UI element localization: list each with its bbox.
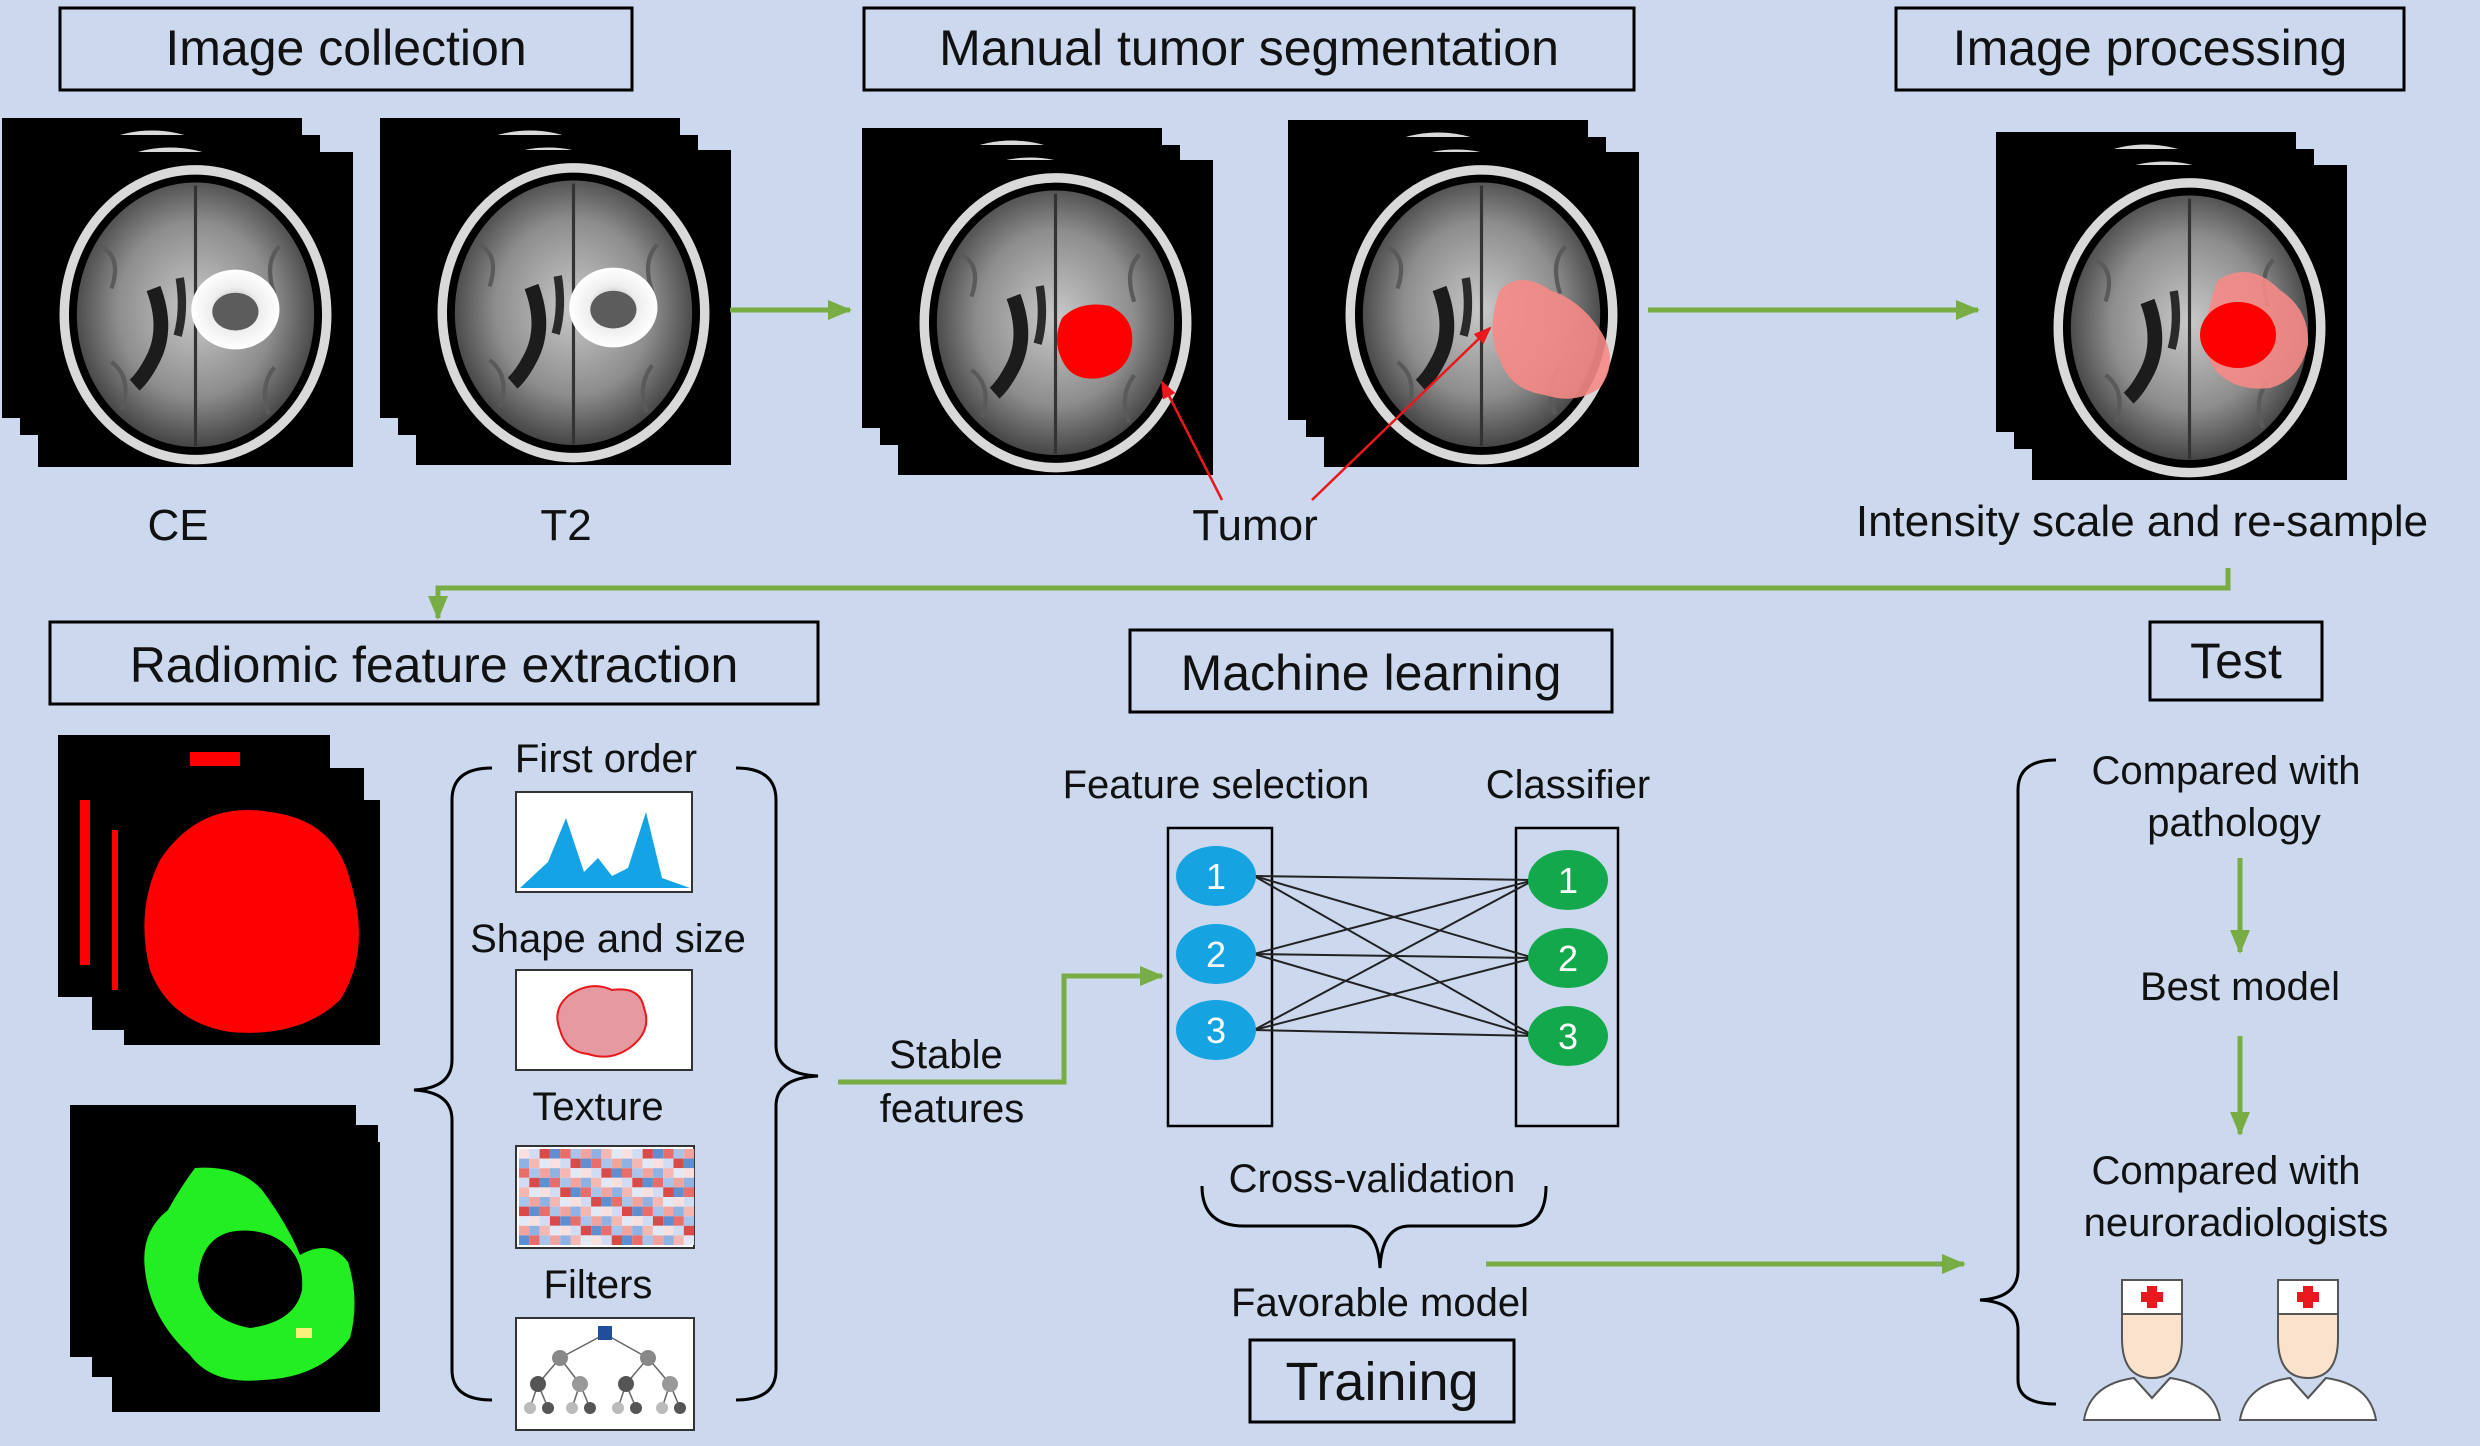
right-brace (735, 766, 819, 1402)
label-t2: T2 (540, 501, 591, 550)
svg-text:Test: Test (2190, 633, 2282, 689)
classifier-column (1514, 826, 1620, 1128)
processed-image-stack (1996, 132, 2347, 480)
ml-connections (1253, 875, 1535, 1037)
heading-test: Test (2148, 620, 2324, 702)
feature-node-2: 2 (1176, 924, 1256, 984)
doctor-icon (2083, 1279, 2221, 1421)
segmented-t2-stack (1288, 120, 1639, 467)
tumor-pointer-t2 (1311, 326, 1492, 501)
filter-tree-icon (515, 1317, 695, 1431)
label-classifier: Classifier (1486, 763, 1650, 807)
feature-node-3: 3 (1176, 1000, 1256, 1060)
label-feature-selection: Feature selection (1063, 763, 1370, 807)
shape-blob-icon (515, 969, 693, 1071)
svg-text:2: 2 (1206, 934, 1226, 975)
ce-image-stack (2, 118, 353, 467)
label-intensity-scale: Intensity scale and re-sample (1856, 497, 2428, 546)
heading-radiomic-feature-extraction: Radiomic feature extraction (48, 620, 820, 706)
label-cross-validation: Cross-validation (1229, 1157, 1516, 1201)
feature-node-1: 1 (1176, 846, 1256, 906)
svg-text:Manual tumor segmentation: Manual tumor segmentation (939, 20, 1559, 76)
edema-mask-stack (70, 1105, 380, 1412)
label-tumor: Tumor (1192, 501, 1318, 550)
classifier-node-1: 1 (1528, 850, 1608, 910)
label-best-model: Best model (2140, 965, 2340, 1009)
svg-text:3: 3 (1206, 1010, 1226, 1051)
heading-image-processing: Image processing (1894, 6, 2406, 92)
tumor-mask-icon (1057, 304, 1133, 379)
label-compared-neuro-2: neuroradiologists (2084, 1201, 2389, 1245)
svg-text:2: 2 (1558, 938, 1578, 979)
svg-text:1: 1 (1558, 860, 1578, 901)
svg-text:Training: Training (1285, 1352, 1478, 1412)
label-compared-neuro-1: Compared with (2091, 1149, 2360, 1193)
edema-mask-icon (1492, 280, 1610, 399)
left-brace (413, 766, 493, 1402)
svg-text:Image collection: Image collection (165, 20, 526, 76)
label-shape-and-size: Shape and size (470, 917, 746, 961)
tumor-pointer-ce (1160, 380, 1224, 501)
arrow-extraction-to-learning (838, 966, 1164, 1085)
heading-machine-learning: Machine learning (1128, 628, 1614, 714)
heading-manual-tumor-segmentation: Manual tumor segmentation (862, 6, 1636, 92)
label-compared-pathology-2: pathology (2147, 801, 2320, 845)
texture-heatmap-icon (515, 1145, 695, 1249)
heading-training: Training (1248, 1338, 1516, 1424)
t2-image-stack (380, 118, 731, 465)
svg-text:1: 1 (1206, 856, 1226, 897)
label-ce: CE (147, 501, 208, 550)
doctor-icon (2239, 1279, 2377, 1421)
test-brace (1979, 758, 2057, 1406)
svg-text:Radiomic feature extraction: Radiomic feature extraction (130, 637, 739, 693)
tumor-mask-stack (58, 735, 380, 1045)
label-first-order: First order (515, 737, 697, 781)
label-compared-pathology-1: Compared with (2091, 749, 2360, 793)
svg-text:Image processing: Image processing (1953, 20, 2348, 76)
label-filters: Filters (544, 1263, 653, 1307)
cross-validation-brace (1200, 1185, 1548, 1269)
classifier-node-2: 2 (1528, 928, 1608, 988)
label-favorable-model: Favorable model (1231, 1281, 1529, 1325)
svg-text:Machine learning: Machine learning (1181, 645, 1562, 701)
arrow-processing-to-extraction (428, 568, 2231, 620)
label-stable: Stable (889, 1033, 1002, 1077)
heading-image-collection: Image collection (58, 6, 634, 92)
svg-text:3: 3 (1558, 1016, 1578, 1057)
segmented-ce-stack (862, 128, 1213, 475)
label-texture: Texture (532, 1085, 663, 1129)
brain-mri-icon (38, 152, 353, 467)
label-features: features (880, 1087, 1025, 1131)
classifier-node-3: 3 (1528, 1006, 1608, 1066)
feature-selection-column (1166, 826, 1274, 1128)
histogram-icon (515, 791, 693, 893)
